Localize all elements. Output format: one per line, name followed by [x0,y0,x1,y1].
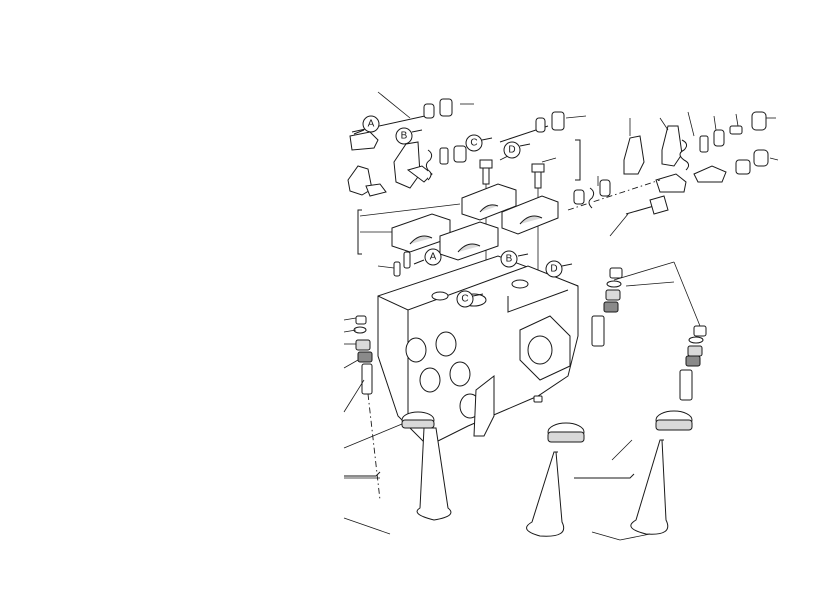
right-valve-train [526,261,707,541]
callout-d-mid: D [545,260,563,278]
rocker-shaft-a-assembly [351,91,474,133]
svg-text:A: A [430,252,437,263]
left-valve-train [343,315,452,535]
direction-arrows [353,129,573,297]
svg-text:D: D [550,264,557,275]
svg-text:B: B [506,254,513,265]
svg-text:C: C [470,138,477,149]
camshaft-caps [357,183,559,261]
rocker-arms-right-group [623,111,779,193]
rocker-shaft-c-assembly [567,179,669,215]
dowel-pins [377,251,411,277]
svg-text:D: D [508,145,515,156]
callout-b-mid: B [500,250,518,268]
cylinder-head [377,255,579,447]
rocker-arm-b [393,141,467,189]
callout-a-mid: A [424,248,442,266]
rocker-arm-a-left [347,131,387,197]
svg-text:A: A [368,119,375,130]
callout-d-top: D [503,141,521,159]
callout-c-mid: C [456,290,474,308]
callout-c-top: C [465,134,483,152]
callout-a-top: A [362,115,380,133]
rocker-shaft-d-assembly [499,111,587,181]
svg-text:B: B [401,131,408,142]
callout-b-top: B [395,127,413,145]
leader-lines [343,176,629,449]
svg-text:C: C [461,294,468,305]
